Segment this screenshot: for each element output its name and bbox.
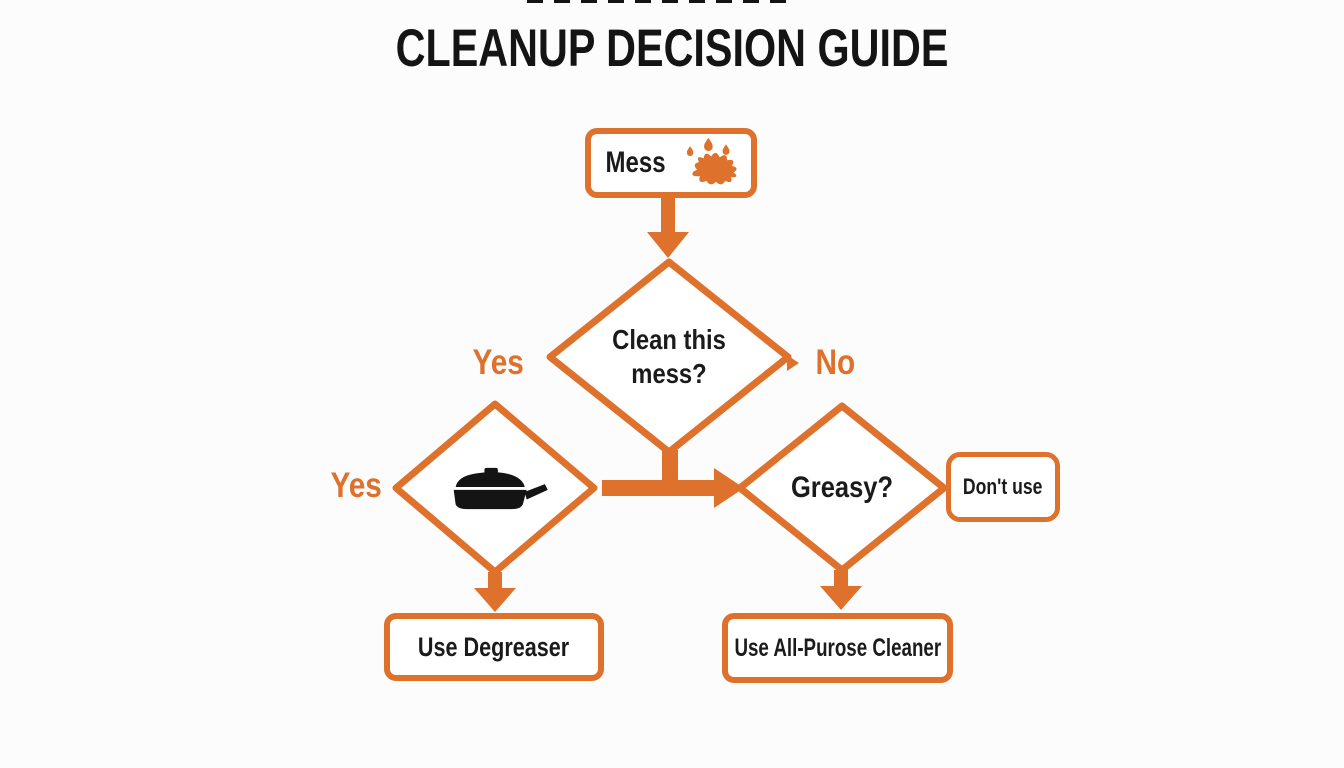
use-degreaser-node: Use Degreaser [384, 613, 604, 681]
decision-diamond-greasy: Greasy? [734, 400, 950, 576]
use-all-purpose-node: Use All-Purose Cleaner [722, 613, 953, 683]
flow-arrow-right-icon [596, 448, 748, 512]
page-title: CLEANUP DECISION GUIDE [395, 19, 949, 78]
mess-node: Mess [585, 128, 757, 198]
arrow-down-icon [473, 572, 517, 614]
dont-use-label: Don't use [963, 474, 1043, 499]
use-degreaser-label: Use Degreaser [418, 631, 570, 662]
decision-diamond-pan [390, 398, 600, 578]
mess-label: Mess [605, 146, 667, 179]
decision-label-clean: Clean this mess? [612, 324, 726, 389]
frying-pan-icon [453, 467, 548, 510]
edge-label-yes-top: Yes [472, 343, 524, 382]
small-arrowhead-icon [786, 353, 800, 373]
arrow-down-icon [819, 570, 863, 612]
use-all-purpose-label: Use All-Purose Cleaner [734, 633, 941, 662]
cropped-text-artifact [527, 0, 795, 3]
arrow-down-icon [646, 198, 690, 260]
edge-label-no-top: No [815, 343, 856, 382]
decision-label-greasy: Greasy? [790, 471, 894, 504]
dont-use-node: Don't use [946, 452, 1060, 522]
splat-icon [686, 137, 737, 185]
edge-label-yes-left: Yes [330, 466, 382, 505]
